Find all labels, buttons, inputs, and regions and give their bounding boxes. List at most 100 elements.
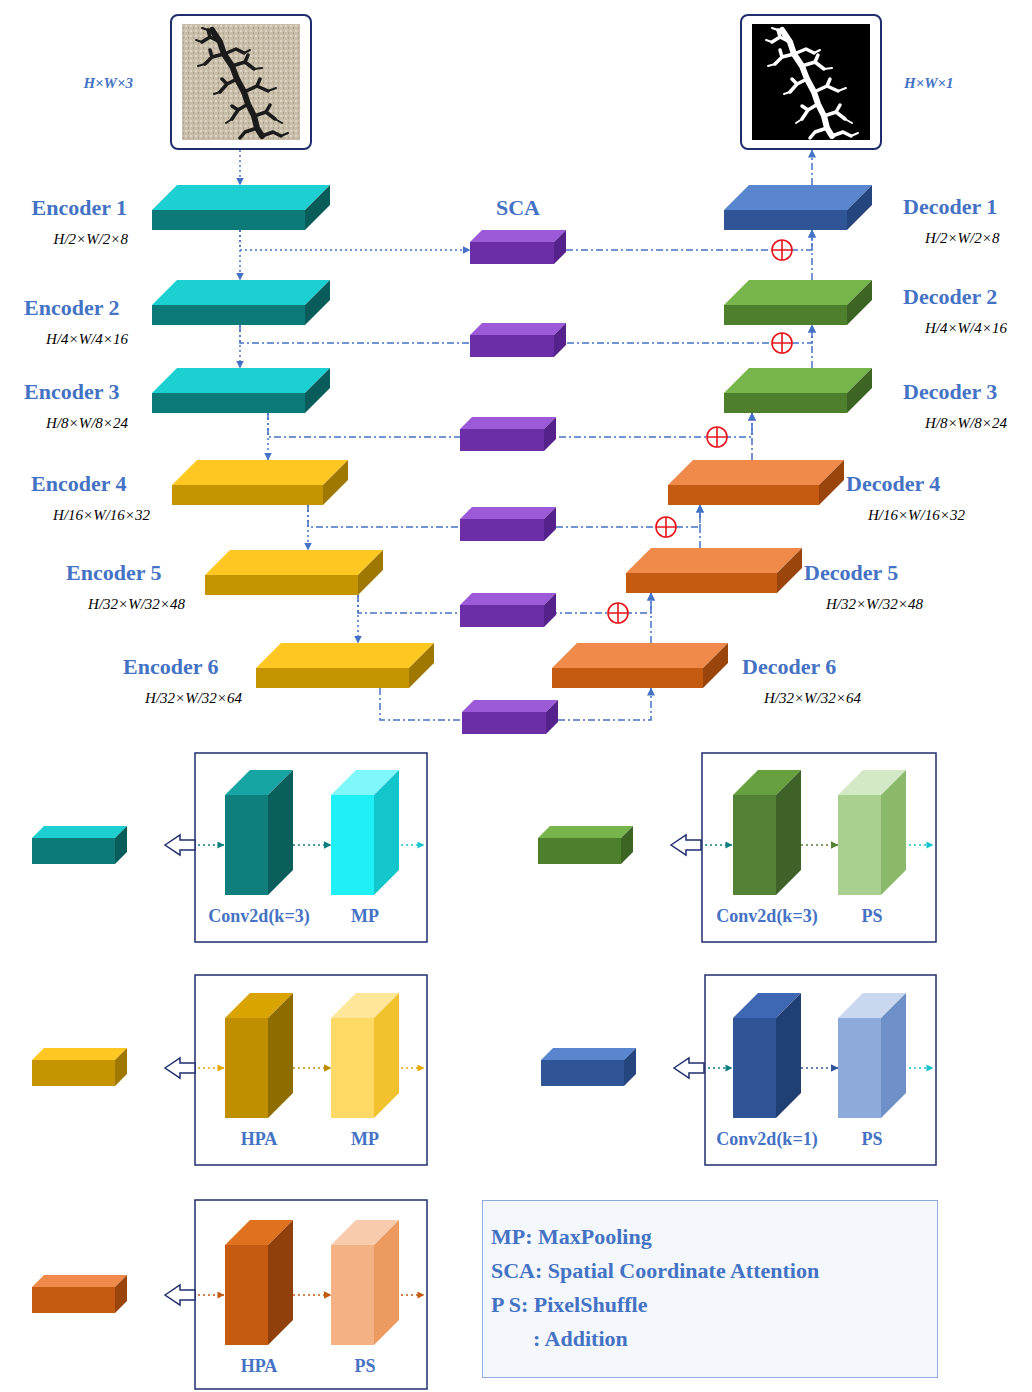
dimension-label: H/2×W/2×8 xyxy=(32,230,128,248)
top-face xyxy=(152,368,330,393)
front-face xyxy=(152,210,305,230)
front-face xyxy=(225,1245,268,1345)
front-face xyxy=(838,1018,881,1118)
top-face xyxy=(724,280,872,305)
pixelshuffle-layer: PS xyxy=(838,770,906,895)
legend-line: MP: MaxPooling xyxy=(491,1220,652,1254)
mini-slab xyxy=(32,826,127,864)
flow-connector xyxy=(293,844,331,846)
hollow-arrow xyxy=(674,1058,704,1078)
label-group: HPA xyxy=(241,1355,278,1377)
detail-frame xyxy=(195,753,427,942)
legend-box: MP: MaxPoolingSCA: Spatial Coordinate At… xyxy=(482,1200,938,1378)
top-face xyxy=(552,643,728,668)
pixelshuffle-layer: PS xyxy=(838,993,906,1118)
hpa-layer: HPA xyxy=(225,1220,293,1345)
flow-arrow xyxy=(909,844,933,846)
dimension-label: H/32×W/32×48 xyxy=(66,595,185,613)
label-group: Decoder 4H/16×W/16×32 xyxy=(846,471,965,524)
encoder-block: Encoder 3H/8×W/8×24 xyxy=(152,368,330,413)
side-face xyxy=(305,280,330,325)
encoder-block: Encoder 2H/4×W/4×16 xyxy=(152,280,330,325)
flow-arrow xyxy=(198,844,224,846)
dendrite-figure xyxy=(196,28,288,138)
output-mask xyxy=(752,24,870,140)
side-face xyxy=(847,368,872,413)
dimension-label: H/16×W/16×32 xyxy=(31,506,150,524)
mask-background xyxy=(752,24,870,140)
flow-arrow xyxy=(401,844,424,846)
decoder-block: Decoder 3H/8×W/8×24 xyxy=(724,368,872,413)
dimension-label: H/8×W/8×24 xyxy=(903,414,1007,432)
block-shape xyxy=(331,770,399,895)
decoder-block: Decoder 4H/16×W/16×32 xyxy=(668,460,844,505)
layer-label: Conv2d(k=3) xyxy=(716,905,817,927)
dimension-label: H/32×W/32×64 xyxy=(742,689,861,707)
encoder-block: Encoder 5H/32×W/32×48 xyxy=(205,550,383,595)
side-face xyxy=(374,1220,399,1345)
label-group: PS xyxy=(861,905,882,927)
block-heading: Encoder 6 xyxy=(123,654,219,679)
side-face xyxy=(358,550,383,595)
front-face xyxy=(838,795,881,895)
block-shape xyxy=(733,770,801,895)
sca-slab xyxy=(460,507,556,541)
conv-layer: Conv2d(k=3) xyxy=(733,770,801,895)
block-shape xyxy=(838,993,906,1118)
detail-frame xyxy=(195,975,427,1165)
slab-shape xyxy=(626,548,802,593)
flow-connector xyxy=(239,230,241,280)
front-face xyxy=(668,485,819,505)
dimension-label: H/32×W/32×48 xyxy=(804,595,923,613)
hpa-layer: HPA xyxy=(225,993,293,1118)
slab-shape xyxy=(470,230,566,264)
dimension-label: H/4×W/4×16 xyxy=(903,319,1007,337)
block-heading: Decoder 6 xyxy=(742,654,836,679)
layer-label: HPA xyxy=(241,1128,278,1150)
legend-line: SCA: Spatial Coordinate Attention xyxy=(491,1254,819,1288)
top-face xyxy=(205,550,383,575)
decoder-block: Decoder 6H/32×W/32×64 xyxy=(552,643,728,688)
addition-symbol xyxy=(772,240,792,260)
side-face xyxy=(554,230,566,264)
block-heading: Encoder 4 xyxy=(31,471,127,496)
layer-label: PS xyxy=(354,1355,375,1377)
flow-connector xyxy=(801,1067,838,1069)
hollow-arrow xyxy=(671,835,701,855)
pooling-layer: MP xyxy=(331,993,399,1118)
flow-arrow xyxy=(708,1067,732,1069)
side-face xyxy=(268,1220,293,1345)
label-group: Decoder 6 H/32×W/32×64 xyxy=(742,654,861,707)
top-face xyxy=(470,230,566,242)
slab-shape xyxy=(172,460,348,505)
front-face xyxy=(733,795,776,895)
block-heading: Encoder 1 xyxy=(32,195,128,220)
block-heading: Encoder 5 xyxy=(66,560,162,585)
decoder-block: Decoder 2H/4×W/4×16 xyxy=(724,280,872,325)
conv-layer: Conv2d(k=3) xyxy=(225,770,293,895)
front-face xyxy=(626,573,777,593)
flow-connector xyxy=(811,150,813,185)
addition-symbol xyxy=(656,517,676,537)
layer-label: Conv2d(k=3) xyxy=(208,905,309,927)
layer-label: PS xyxy=(861,1128,882,1150)
side-face xyxy=(881,770,906,895)
flow-connector xyxy=(267,413,269,460)
flow-connector xyxy=(650,593,652,643)
front-face xyxy=(331,795,374,895)
front-face xyxy=(733,1018,776,1118)
addition-symbol xyxy=(707,427,727,447)
slab-shape xyxy=(668,460,844,505)
flow-connector xyxy=(801,844,838,846)
slab-shape xyxy=(724,368,872,413)
layer-label: MP xyxy=(351,905,379,927)
decoder-block: Decoder 5H/32×W/32×48 xyxy=(626,548,802,593)
block-heading: Decoder 4 xyxy=(846,471,940,496)
label-group: Decoder 3H/8×W/8×24 xyxy=(903,379,1007,432)
slab-shape xyxy=(205,550,383,595)
top-face xyxy=(668,460,844,485)
side-face xyxy=(409,643,434,688)
layer-label: MP xyxy=(351,1128,379,1150)
front-face xyxy=(552,668,703,688)
label-group: Conv2d(k=1) xyxy=(716,1128,817,1150)
